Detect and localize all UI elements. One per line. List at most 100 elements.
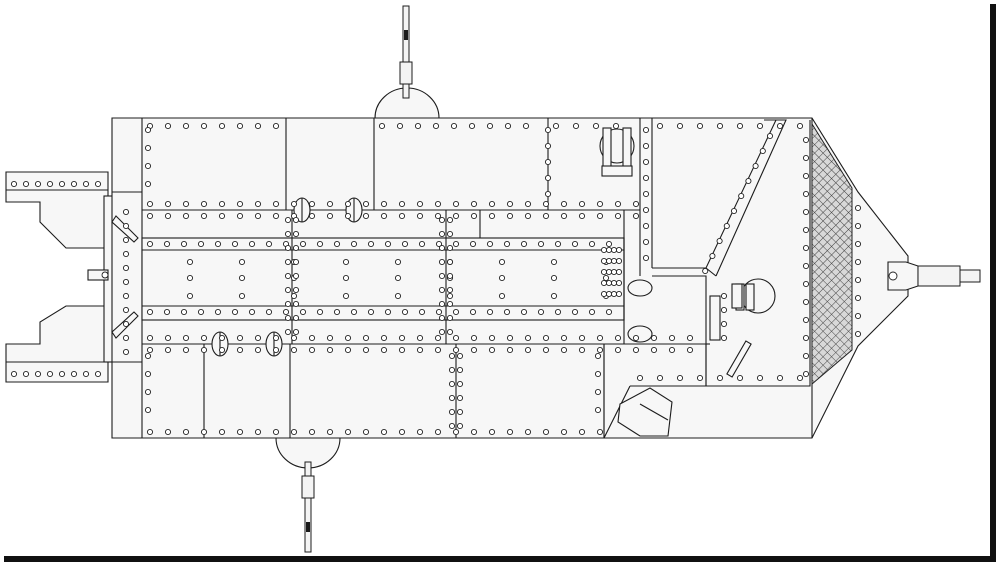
rivet (218, 346, 226, 354)
top-gun-mount (374, 5, 440, 119)
rivet (446, 244, 454, 252)
rivet (578, 428, 586, 436)
rivet (802, 226, 810, 234)
rivet (676, 122, 684, 130)
rivet (776, 122, 784, 130)
rivet (218, 428, 226, 436)
rivet (254, 122, 262, 130)
rivet (350, 308, 358, 316)
rivet (182, 200, 190, 208)
exhaust-box (617, 340, 752, 437)
rivet (456, 352, 464, 360)
rivet (470, 334, 478, 342)
rivet (22, 180, 30, 188)
rivet (46, 370, 54, 378)
driver-compartment (603, 118, 813, 439)
rivet (344, 212, 352, 220)
rivet (636, 374, 644, 382)
rivet (414, 122, 422, 130)
rivet (612, 122, 620, 130)
rivet (326, 200, 334, 208)
rivet (438, 286, 446, 294)
rivet (446, 216, 454, 224)
rivet (614, 212, 622, 220)
rivet (46, 180, 54, 188)
rivet (218, 212, 226, 220)
rivet (544, 158, 552, 166)
rivet (796, 122, 804, 130)
rivet (362, 200, 370, 208)
rivet (506, 212, 514, 220)
rivet (759, 147, 766, 155)
rivet (398, 200, 406, 208)
rivet (486, 308, 494, 316)
rivet (272, 346, 280, 354)
rivet (756, 122, 764, 130)
rivet (560, 212, 568, 220)
rivet (470, 200, 478, 208)
rivet (438, 216, 446, 224)
rivet (290, 292, 298, 300)
rivet (642, 142, 650, 150)
rivet (316, 240, 324, 248)
rivet (380, 212, 388, 220)
rivet (70, 180, 78, 188)
rivet (254, 334, 262, 342)
rivet (452, 200, 460, 208)
rivet (720, 306, 728, 314)
rivet (272, 212, 280, 220)
rivet (236, 346, 244, 354)
rivet (605, 240, 613, 248)
rivet (642, 206, 650, 214)
rivet (578, 212, 586, 220)
rivet (416, 200, 424, 208)
rivet (197, 308, 205, 316)
rivet (524, 428, 532, 436)
rivet (144, 162, 152, 170)
rivet (504, 122, 512, 130)
rivet-pattern (10, 122, 862, 436)
rivet (435, 308, 443, 316)
rivet (676, 374, 684, 382)
rivet (416, 334, 424, 342)
rivet (308, 346, 316, 354)
rivet (596, 212, 604, 220)
rivet (398, 346, 406, 354)
rivet (58, 180, 66, 188)
rivet (600, 290, 608, 298)
rivet (394, 274, 402, 282)
rivet (180, 240, 188, 248)
rivet (571, 240, 579, 248)
rivet (254, 200, 262, 208)
rivet (292, 286, 300, 294)
rivet (488, 212, 496, 220)
rivet (542, 334, 550, 342)
rivet (308, 428, 316, 436)
rivet (146, 428, 154, 436)
rivet (802, 334, 810, 342)
rivet (594, 352, 602, 360)
rivet (146, 346, 154, 354)
rivet (218, 334, 226, 342)
rivet (456, 394, 464, 402)
rivet (182, 428, 190, 436)
rivet (452, 240, 460, 248)
rivet (180, 308, 188, 316)
rivet (524, 346, 532, 354)
turret-hatch-rear (599, 127, 635, 177)
rivet (292, 216, 300, 224)
rivet (542, 212, 550, 220)
rivet (544, 190, 552, 198)
rivet (452, 334, 460, 342)
rivet (434, 200, 442, 208)
rivet (200, 122, 208, 130)
rivet (122, 306, 130, 314)
rivet (766, 132, 774, 140)
rivet (446, 230, 454, 238)
rivet (642, 126, 650, 134)
rivet (34, 180, 42, 188)
rivet (736, 122, 744, 130)
rivet (542, 346, 550, 354)
rivet (344, 334, 352, 342)
